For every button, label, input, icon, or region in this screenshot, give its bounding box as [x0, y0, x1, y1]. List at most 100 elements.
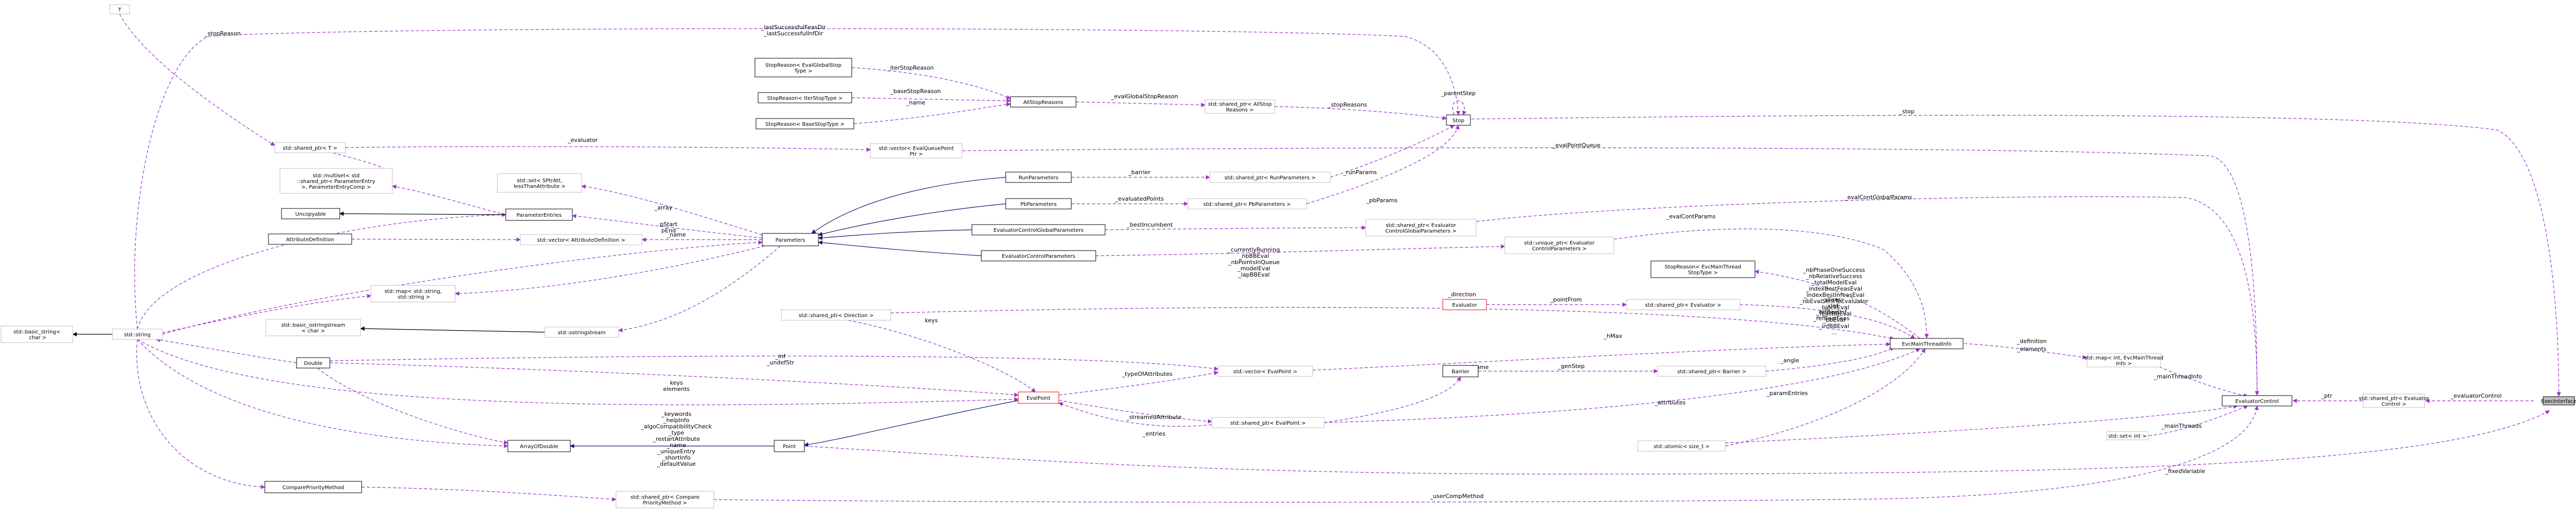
node-Parameters[interactable]: Parameters [762, 233, 819, 246]
node-AllStopReasons[interactable]: AllStopReasons [1010, 96, 1076, 108]
node-box[interactable] [2363, 394, 2425, 408]
node-vecEvalPoint[interactable]: std::vector< EvalPoint > [1217, 365, 1313, 377]
node-box[interactable] [1890, 338, 1964, 349]
node-box[interactable] [1504, 237, 1614, 254]
node-box[interactable] [1650, 260, 1755, 278]
node-box[interactable] [2543, 396, 2575, 405]
node-box[interactable] [1204, 99, 1275, 114]
node-box[interactable] [497, 173, 582, 193]
node-box[interactable] [781, 309, 891, 321]
node-box[interactable] [1005, 198, 1072, 209]
node-box[interactable] [1, 325, 73, 343]
node-EvalCtrlGlobalParams[interactable]: EvaluatorControlGlobalParameters [971, 224, 1106, 235]
node-box[interactable] [1626, 299, 1740, 310]
node-T[interactable]: T [109, 4, 130, 15]
node-box[interactable] [1442, 365, 1479, 377]
node-Evaluator[interactable]: Evaluator [1442, 299, 1487, 310]
node-box[interactable] [268, 233, 352, 245]
node-atomicSizeT[interactable]: std::atomic< size_t > [1637, 440, 1726, 452]
node-spEvalPoint[interactable]: std::shared_ptr< EvalPoint > [1211, 417, 1325, 428]
node-EvalPoint[interactable]: EvalPoint [1018, 391, 1059, 404]
node-box[interactable] [1442, 299, 1487, 310]
node-box[interactable] [755, 118, 854, 129]
node-box[interactable] [1211, 417, 1325, 428]
node-ArrayOfDouble[interactable]: ArrayOfDouble [507, 440, 571, 452]
node-mapStrStr[interactable]: std::map< std::string, std::string > [370, 285, 456, 303]
node-box[interactable] [264, 481, 362, 493]
node-spDirection[interactable]: std::shared_ptr< Direction > [781, 309, 891, 321]
node-spEvaluator[interactable]: std::shared_ptr< Evaluator > [1626, 299, 1740, 310]
node-basicString[interactable]: std::basic_string< char > [1, 325, 73, 343]
node-box[interactable] [265, 319, 361, 336]
node-box[interactable] [1657, 365, 1766, 377]
node-spPbParameters[interactable]: std::shared_ptr< PbParameters > [1187, 198, 1307, 209]
node-ExecInterface[interactable]: ExecInterface [2541, 396, 2576, 405]
node-setInt[interactable]: std::set< int > [2106, 431, 2149, 440]
node-EvalCtrlParams[interactable]: EvaluatorControlParameters [981, 250, 1096, 261]
node-box[interactable] [1637, 440, 1726, 452]
node-box[interactable] [762, 233, 819, 246]
node-basicOstringstream[interactable]: std::basic_ostringstream< char > [265, 319, 361, 336]
node-box[interactable] [1018, 391, 1059, 404]
node-box[interactable] [520, 234, 643, 245]
node-Barrier[interactable]: Barrier [1442, 365, 1479, 377]
node-AttributeDefinition[interactable]: AttributeDefinition [268, 233, 352, 245]
node-box[interactable] [112, 329, 163, 340]
node-spBarrier[interactable]: std::shared_ptr< Barrier > [1657, 365, 1766, 377]
node-box[interactable] [1010, 96, 1076, 108]
node-RunParameters[interactable]: RunParameters [1005, 172, 1072, 183]
node-Double[interactable]: Double [296, 357, 330, 369]
node-spRunParameters[interactable]: std::shared_ptr< RunParameters > [1209, 172, 1331, 183]
node-EvaluatorControl[interactable]: EvaluatorControl [2222, 395, 2292, 407]
node-SRIter[interactable]: StopReason< IterStopType > [758, 92, 852, 103]
node-PbParameters[interactable]: PbParameters [1005, 198, 1072, 209]
node-box[interactable] [1005, 172, 1072, 183]
node-box[interactable] [1365, 219, 1477, 237]
node-box[interactable] [296, 357, 330, 369]
node-box[interactable] [2106, 431, 2149, 440]
node-vecAttrDef[interactable]: std::vector< AttributeDefinition > [520, 234, 643, 245]
node-box[interactable] [544, 326, 619, 338]
node-Stop[interactable]: Stop [1446, 114, 1471, 126]
node-EvcMainThreadInfo[interactable]: EvcMainThreadInfo [1890, 338, 1964, 349]
node-Uncopyable[interactable]: Uncopyable [281, 208, 340, 219]
node-SRBase[interactable]: StopReason< BaseStopType > [755, 118, 854, 129]
node-box[interactable] [870, 143, 963, 159]
node-CompareMethod[interactable]: ComparePriorityMethod [264, 481, 362, 493]
node-box[interactable] [109, 4, 130, 15]
node-ostringstream[interactable]: std::ostringstream [544, 326, 619, 338]
node-box[interactable] [981, 250, 1096, 261]
node-spT[interactable]: std::shared_ptr< T > [274, 142, 346, 153]
node-box[interactable] [1209, 172, 1331, 183]
node-box[interactable] [505, 208, 573, 221]
node-box[interactable] [274, 142, 346, 153]
node-box[interactable] [1446, 114, 1471, 126]
node-multisetEntries[interactable]: std::multiset< std::shared_ptr< Paramete… [279, 168, 393, 194]
node-string[interactable]: std::string [112, 329, 163, 340]
node-box[interactable] [2086, 353, 2161, 368]
node-box[interactable] [971, 224, 1106, 235]
node-setAttr[interactable]: std::set< SPtrAtt,lessThanAttribute > [497, 173, 582, 193]
node-ParameterEntries[interactable]: ParameterEntries [505, 208, 573, 221]
node-box[interactable] [616, 491, 714, 508]
node-box[interactable] [279, 168, 393, 194]
node-box[interactable] [507, 440, 571, 452]
node-box[interactable] [774, 440, 805, 452]
node-box[interactable] [2222, 395, 2292, 407]
node-Point[interactable]: Point [774, 440, 805, 452]
node-box[interactable] [281, 208, 340, 219]
node-box[interactable] [1187, 198, 1307, 209]
node-box[interactable] [758, 92, 852, 103]
node-box[interactable] [1217, 365, 1313, 377]
node-box[interactable] [370, 285, 456, 303]
node-box[interactable] [754, 58, 852, 77]
